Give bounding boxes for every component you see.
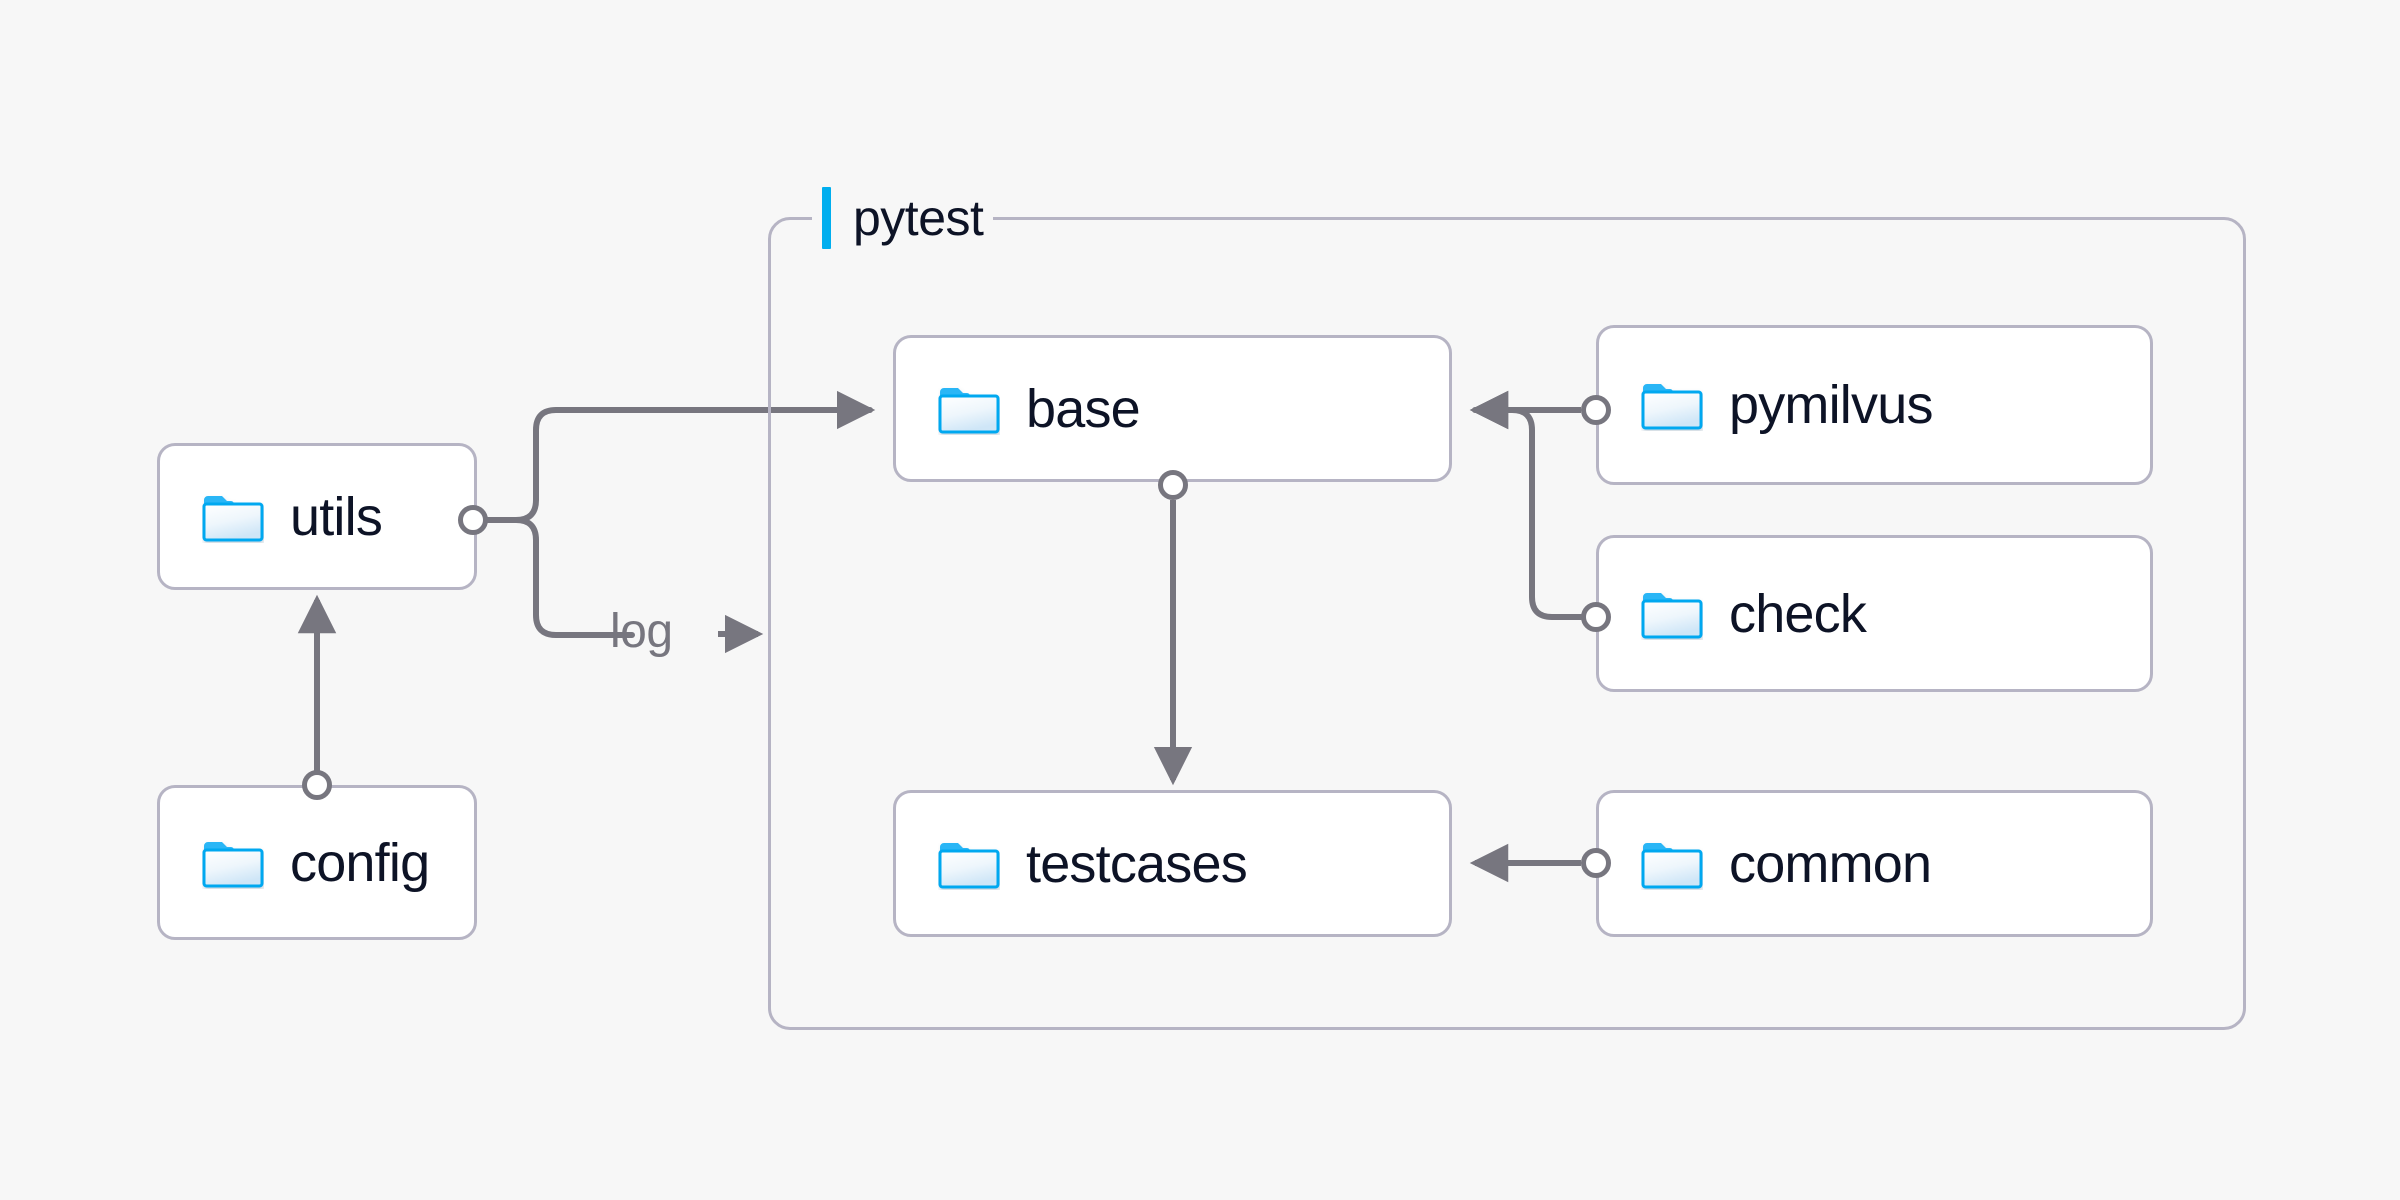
group-accent-bar — [822, 187, 831, 249]
port-pymilvus-left[interactable] — [1581, 395, 1611, 425]
node-label-testcases: testcases — [1026, 833, 1248, 894]
port-config-top[interactable] — [302, 770, 332, 800]
folder-icon — [938, 842, 1000, 888]
edge-label-log-text: log — [610, 605, 673, 658]
port-base-bottom[interactable] — [1158, 470, 1188, 500]
group-label-pytest: pytest — [812, 187, 994, 249]
folder-icon — [202, 841, 264, 887]
node-config[interactable]: config — [157, 785, 477, 940]
folder-icon — [1641, 592, 1703, 638]
group-container-pytest[interactable] — [768, 217, 2246, 1030]
folder-icon — [938, 387, 1000, 433]
node-label-check: check — [1729, 583, 1867, 644]
node-utils[interactable]: utils — [157, 443, 477, 590]
edge-label-log: log — [610, 604, 673, 659]
node-label-utils: utils — [290, 486, 383, 547]
group-title-text: pytest — [853, 190, 984, 246]
node-label-common: common — [1729, 833, 1932, 894]
node-label-pymilvus: pymilvus — [1729, 375, 1933, 435]
node-common[interactable]: common — [1596, 790, 2153, 937]
port-common-left[interactable] — [1581, 848, 1611, 878]
folder-icon — [202, 495, 264, 541]
folder-icon — [1641, 384, 1703, 430]
node-label-config: config — [290, 832, 430, 893]
port-utils-right[interactable] — [458, 505, 488, 535]
node-testcases[interactable]: testcases — [893, 790, 1452, 937]
node-base[interactable]: base — [893, 335, 1452, 482]
folder-icon — [1641, 842, 1703, 888]
node-label-base: base — [1026, 378, 1141, 439]
node-check[interactable]: check — [1596, 535, 2153, 692]
port-check-left[interactable] — [1581, 602, 1611, 632]
node-pymilvus[interactable]: pymilvus — [1596, 325, 2153, 485]
